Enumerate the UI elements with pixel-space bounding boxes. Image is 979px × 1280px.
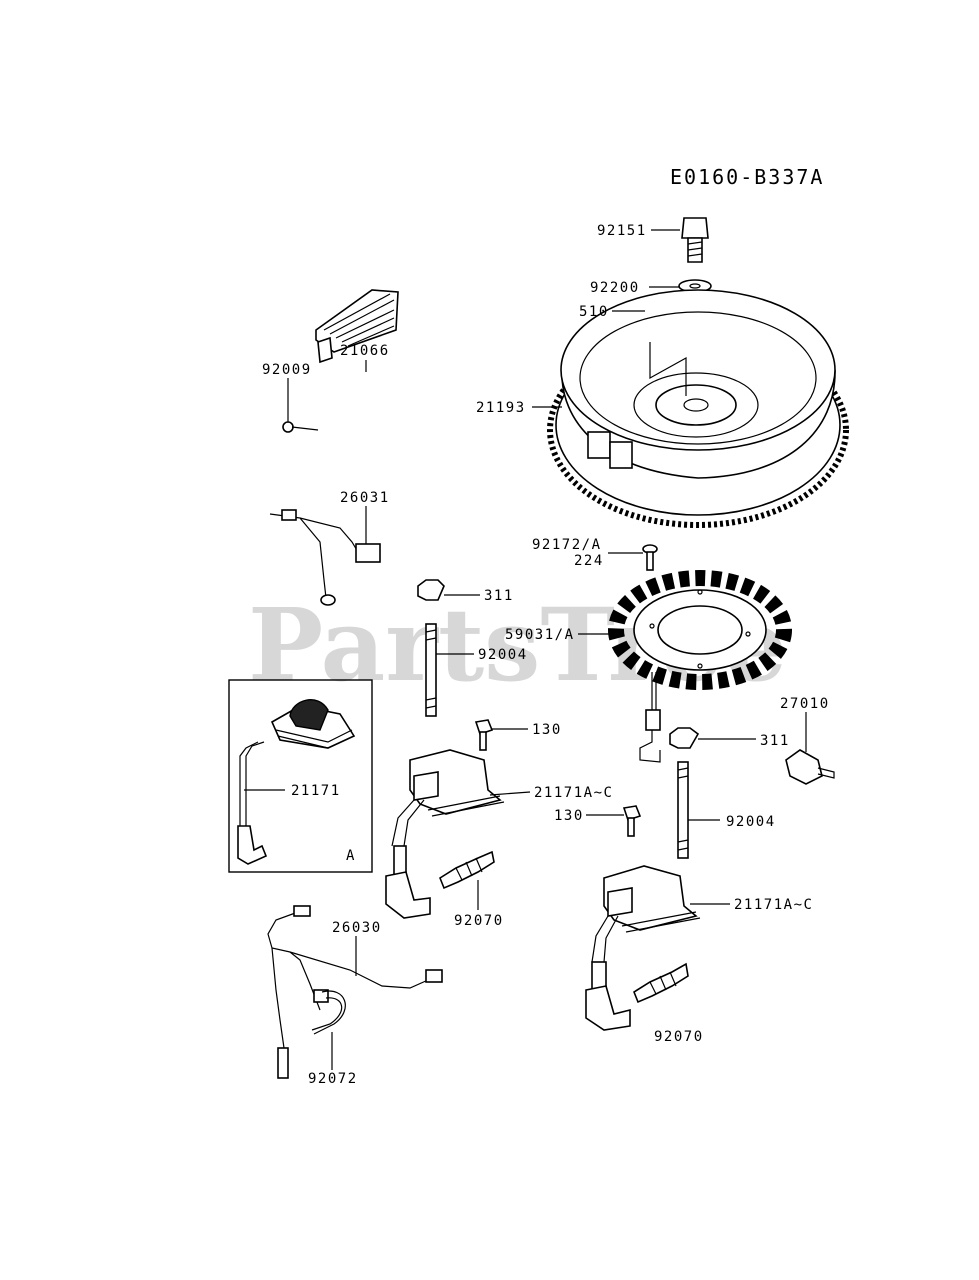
callout-21193[interactable]: 21193 (476, 400, 526, 416)
spark-plug-right[interactable] (633, 962, 689, 1004)
callout-311-right[interactable]: 311 (760, 733, 790, 749)
tube-92072[interactable] (311, 989, 346, 1035)
plug-cap-right[interactable] (585, 961, 631, 1031)
callout-92004-left[interactable]: 92004 (478, 647, 528, 663)
bolt-92151[interactable] (681, 217, 709, 263)
callout-26031[interactable]: 26031 (340, 490, 390, 506)
callout-92004-right[interactable]: 92004 (726, 814, 776, 830)
leader-lines (244, 229, 807, 1070)
callout-21171ac-right[interactable]: 21171A~C (734, 897, 813, 913)
bolt-130-left[interactable] (474, 719, 494, 751)
callout-311-left[interactable]: 311 (484, 588, 514, 604)
callout-21171[interactable]: 21171 (291, 783, 341, 799)
screw-92172a[interactable] (642, 544, 658, 571)
washer-92200[interactable] (678, 279, 712, 293)
callout-130-left[interactable]: 130 (532, 722, 562, 738)
callout-92172a[interactable]: 92172/A (532, 537, 602, 553)
regulator-21066[interactable] (315, 289, 399, 364)
oil-switch-27010[interactable] (785, 749, 835, 785)
stud-92004-left[interactable] (425, 623, 437, 717)
callout-92070-right[interactable]: 92070 (654, 1029, 704, 1045)
callout-92151[interactable]: 92151 (597, 223, 647, 239)
callout-510[interactable]: 510 (579, 304, 609, 320)
callout-92072[interactable]: 92072 (308, 1071, 358, 1087)
inset-letter: A (346, 848, 356, 864)
callout-21066[interactable]: 21066 (340, 343, 390, 359)
callout-59031a[interactable]: 59031/A (505, 627, 575, 643)
stud-92004-right[interactable] (677, 761, 689, 859)
nut-311-left[interactable] (417, 579, 445, 601)
callout-21171ac-left[interactable]: 21171A~C (534, 785, 613, 801)
stator-59031a[interactable] (608, 570, 792, 763)
callout-26030[interactable]: 26030 (332, 920, 382, 936)
harness-26031[interactable] (269, 509, 381, 606)
callout-92070-left[interactable]: 92070 (454, 913, 504, 929)
ignition-coil-left[interactable] (391, 749, 505, 847)
callout-27010[interactable]: 27010 (780, 696, 830, 712)
callout-224[interactable]: 224 (574, 553, 604, 569)
nut-311-right[interactable] (669, 727, 700, 749)
flywheel-21193[interactable] (547, 289, 849, 528)
bolt-92009[interactable] (282, 421, 319, 433)
spark-plug-left[interactable] (439, 850, 495, 890)
inset-box-a (228, 679, 373, 873)
bolt-130-right[interactable] (622, 805, 642, 837)
callout-labels: 92151 92200 510 21193 21066 92009 26031 … (262, 223, 830, 1087)
plug-cap-left[interactable] (385, 845, 431, 919)
diagram-code: E0160-B337A (670, 165, 824, 189)
ignition-coil-right[interactable] (591, 865, 701, 963)
callout-130-right[interactable]: 130 (554, 808, 584, 824)
callout-92009[interactable]: 92009 (262, 362, 312, 378)
callout-92200[interactable]: 92200 (590, 280, 640, 296)
